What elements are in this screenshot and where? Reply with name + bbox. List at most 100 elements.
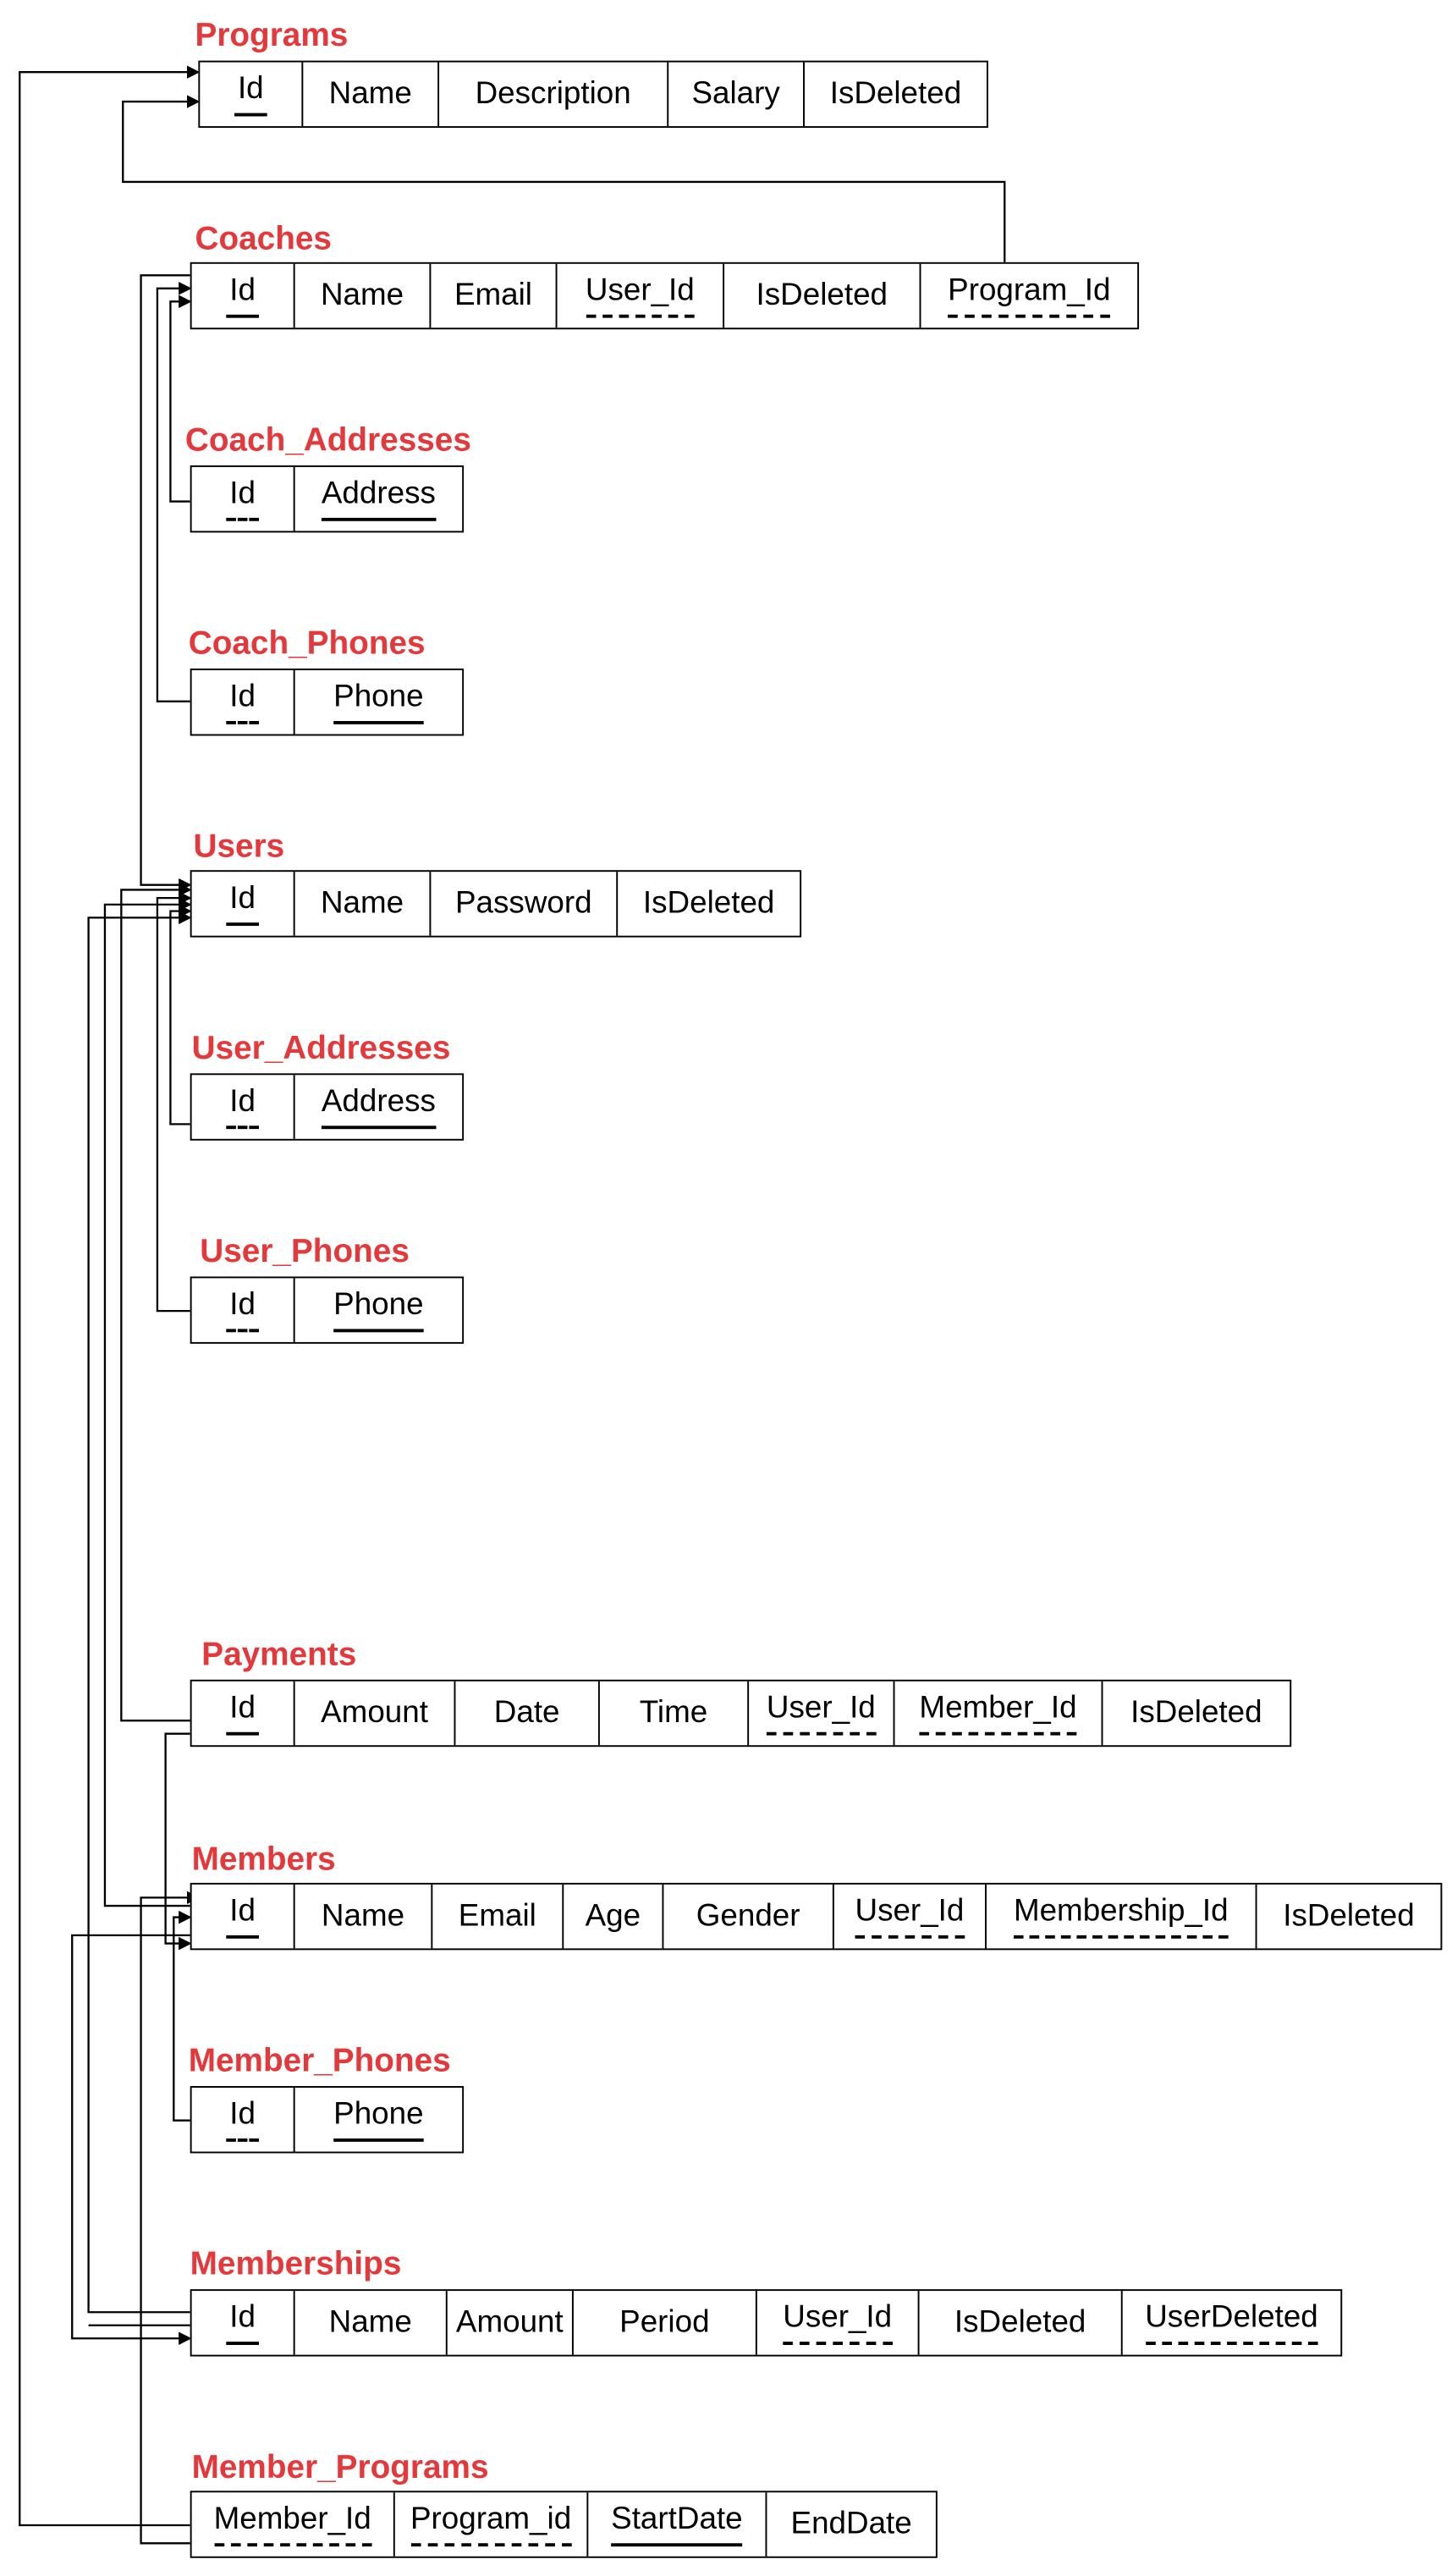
column-label: Gender [696,1898,800,1933]
column-memberships-isdeleted: IsDeleted [917,2291,1121,2355]
column-label: User_Id [766,1690,876,1726]
column-label: Id [229,2299,256,2335]
column-user-phones-phone: Phone [293,1278,462,1342]
relationship-line [87,911,192,2314]
relationship-line [122,95,1006,262]
column-coach-addresses-id: Id [192,467,294,531]
entity-title-users: Users [193,828,285,866]
column-label: Address [321,476,436,511]
primary-key-underline [226,922,260,927]
column-programs-isdeleted: IsDeleted [803,62,987,127]
column-coaches-program-id: Program_Id [919,263,1138,328]
column-payments-isdeleted: IsDeleted [1101,1681,1290,1746]
column-coaches-name: Name [293,263,430,328]
column-label: Phone [333,1287,424,1322]
column-coach-phones-phone: Phone [293,669,462,735]
primary-key-underline [321,1126,436,1130]
entity-table-programs: Id Name Description Salary IsDeleted [198,60,988,129]
entity-title-programs: Programs [195,18,349,54]
column-payments-amount: Amount [293,1681,454,1746]
column-coaches-email: Email [429,263,555,328]
foreign-key-underline [919,1731,1077,1736]
relationship-line [19,65,201,2527]
column-members-age: Age [562,1884,662,1949]
column-label: Description [475,76,631,111]
primary-key-underline [226,2342,260,2345]
column-memberships-user-id: User_Id [755,2291,918,2355]
entity-title-memberships: Memberships [190,2246,402,2283]
column-label: Id [229,1287,256,1322]
relationship-line [156,282,192,702]
column-label: Age [585,1898,641,1933]
foreign-key-underline [410,2543,572,2547]
relationship-line [103,898,192,1907]
column-label: Member_Id [213,2501,371,2536]
column-payments-time: Time [597,1681,747,1746]
entity-title-coach-phones: Coach_Phones [188,625,426,663]
column-label: IsDeleted [756,278,888,312]
column-member-programs-member-id: Member_Id [192,2492,393,2557]
column-label: StartDate [611,2501,743,2536]
column-memberships-period: Period [571,2291,756,2355]
column-label: Id [229,476,256,511]
column-memberships-name: Name [293,2291,446,2355]
column-label: Name [321,1898,405,1933]
column-member-programs-program-id: Program_id [393,2492,587,2557]
column-label: Name [320,278,404,312]
entity-table-coach-addresses: Id Address [190,465,465,533]
column-label: Email [454,278,532,312]
column-payments-member-id: Member_Id [893,1681,1102,1746]
column-coaches-isdeleted: IsDeleted [723,263,919,328]
column-user-addresses-address: Address [293,1075,462,1139]
column-programs-name: Name [301,62,437,127]
column-member-programs-enddate: EndDate [765,2492,935,2557]
column-label: Time [639,1695,708,1730]
column-label: Name [328,2304,412,2340]
column-users-name: Name [293,872,430,936]
column-label: Program_Id [948,272,1111,308]
column-label: IsDeleted [954,2304,1086,2340]
column-member-phones-id: Id [192,2088,294,2152]
column-label: Address [321,1083,436,1119]
entity-title-member-programs: Member_Programs [191,2449,489,2486]
column-label: Id [237,71,264,106]
foreign-key-underline [855,1935,965,1939]
foreign-key-underline [1145,2342,1318,2345]
column-programs-salary: Salary [667,62,803,127]
primary-key-underline [333,1329,424,1333]
foreign-key-underline [1013,1935,1229,1939]
column-label: Name [320,885,404,921]
column-label: Member_Id [919,1690,1077,1726]
column-users-password: Password [429,872,616,936]
entity-title-members: Members [191,1841,336,1879]
relationship-line [156,891,192,1313]
column-label: Date [493,1695,560,1730]
column-label: Period [619,2304,710,2340]
column-member-programs-startdate: StartDate [586,2492,765,2557]
column-coaches-user-id: User_Id [555,263,723,328]
column-user-phones-id: Id [192,1278,294,1342]
column-label: Id [229,880,256,916]
column-payments-date: Date [454,1681,597,1746]
entity-table-coaches: Id Name Email User_Id IsDeleted Program_Id [190,261,1140,330]
column-payments-user-id: User_Id [747,1681,893,1746]
column-coach-phones-id: Id [192,670,294,735]
column-members-user-id: User_Id [832,1884,985,1949]
column-memberships-amount: Amount [445,2291,572,2355]
primary-key-underline [611,2543,743,2547]
column-label: Salary [691,76,780,111]
relationship-line [140,274,192,892]
column-programs-id: Id [200,63,301,127]
entity-table-user-phones: Id Phone [190,1276,465,1344]
column-label: IsDeleted [642,885,775,921]
column-coaches-id: Id [192,264,294,328]
column-label: Id [229,2096,256,2132]
column-label: User_Id [855,1893,965,1929]
